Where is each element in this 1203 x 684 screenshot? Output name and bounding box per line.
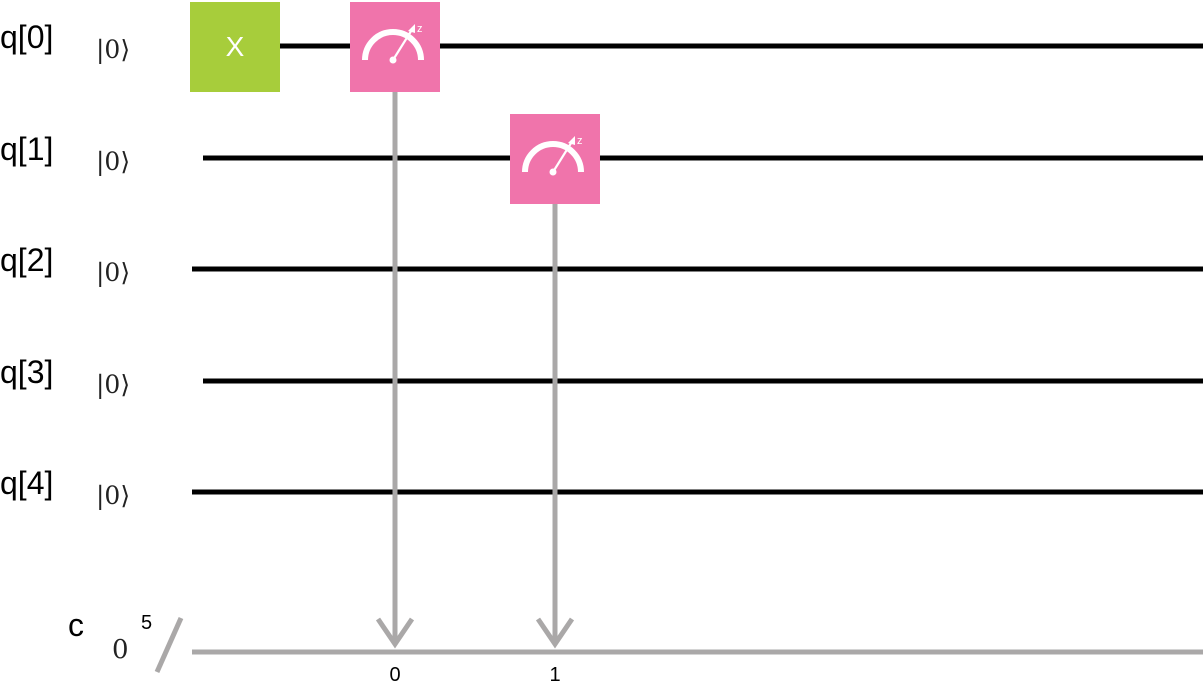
qubit-init-0: |0⟩ bbox=[96, 35, 130, 65]
qubit-label-3: q[3] bbox=[0, 354, 53, 390]
x-gate[interactable]: X bbox=[190, 2, 280, 92]
meter-icon: z bbox=[362, 23, 424, 64]
measure-gate-1[interactable]: z bbox=[510, 114, 600, 204]
measure-gate-box bbox=[510, 114, 600, 204]
meter-axis-label: z bbox=[577, 135, 583, 147]
classical-bit-label-1: 1 bbox=[549, 664, 560, 684]
classical-wires-layer bbox=[154, 92, 1203, 674]
gates-layer: Xz z bbox=[190, 2, 600, 204]
qubit-init-4: |0⟩ bbox=[96, 481, 130, 511]
meter-axis-label: z bbox=[417, 23, 423, 35]
classical-bit-label-0: 0 bbox=[389, 664, 400, 684]
qubit-label-2: q[2] bbox=[0, 242, 53, 278]
qubit-init-3: |0⟩ bbox=[96, 370, 130, 400]
classical-register-size: 5 bbox=[141, 612, 152, 634]
qubit-label-1: q[1] bbox=[0, 131, 53, 167]
qubit-label-0: q[0] bbox=[0, 19, 53, 55]
classical-register-label: c bbox=[68, 607, 84, 643]
x-gate-box bbox=[190, 2, 280, 92]
classical-register-init: 0 bbox=[112, 635, 129, 665]
measure-arrowhead-1 bbox=[535, 617, 575, 649]
wires-layer bbox=[192, 43, 1203, 495]
qubit-init-1: |0⟩ bbox=[96, 147, 130, 177]
register-slash bbox=[154, 616, 184, 674]
measure-gate-0[interactable]: z bbox=[350, 2, 440, 92]
x-gate-label: X bbox=[226, 31, 245, 62]
qubit-label-4: q[4] bbox=[0, 465, 53, 501]
measure-arrowhead-0 bbox=[375, 617, 415, 649]
measure-gate-box bbox=[350, 2, 440, 92]
meter-icon: z bbox=[522, 135, 584, 176]
qubit-init-2: |0⟩ bbox=[96, 258, 130, 288]
